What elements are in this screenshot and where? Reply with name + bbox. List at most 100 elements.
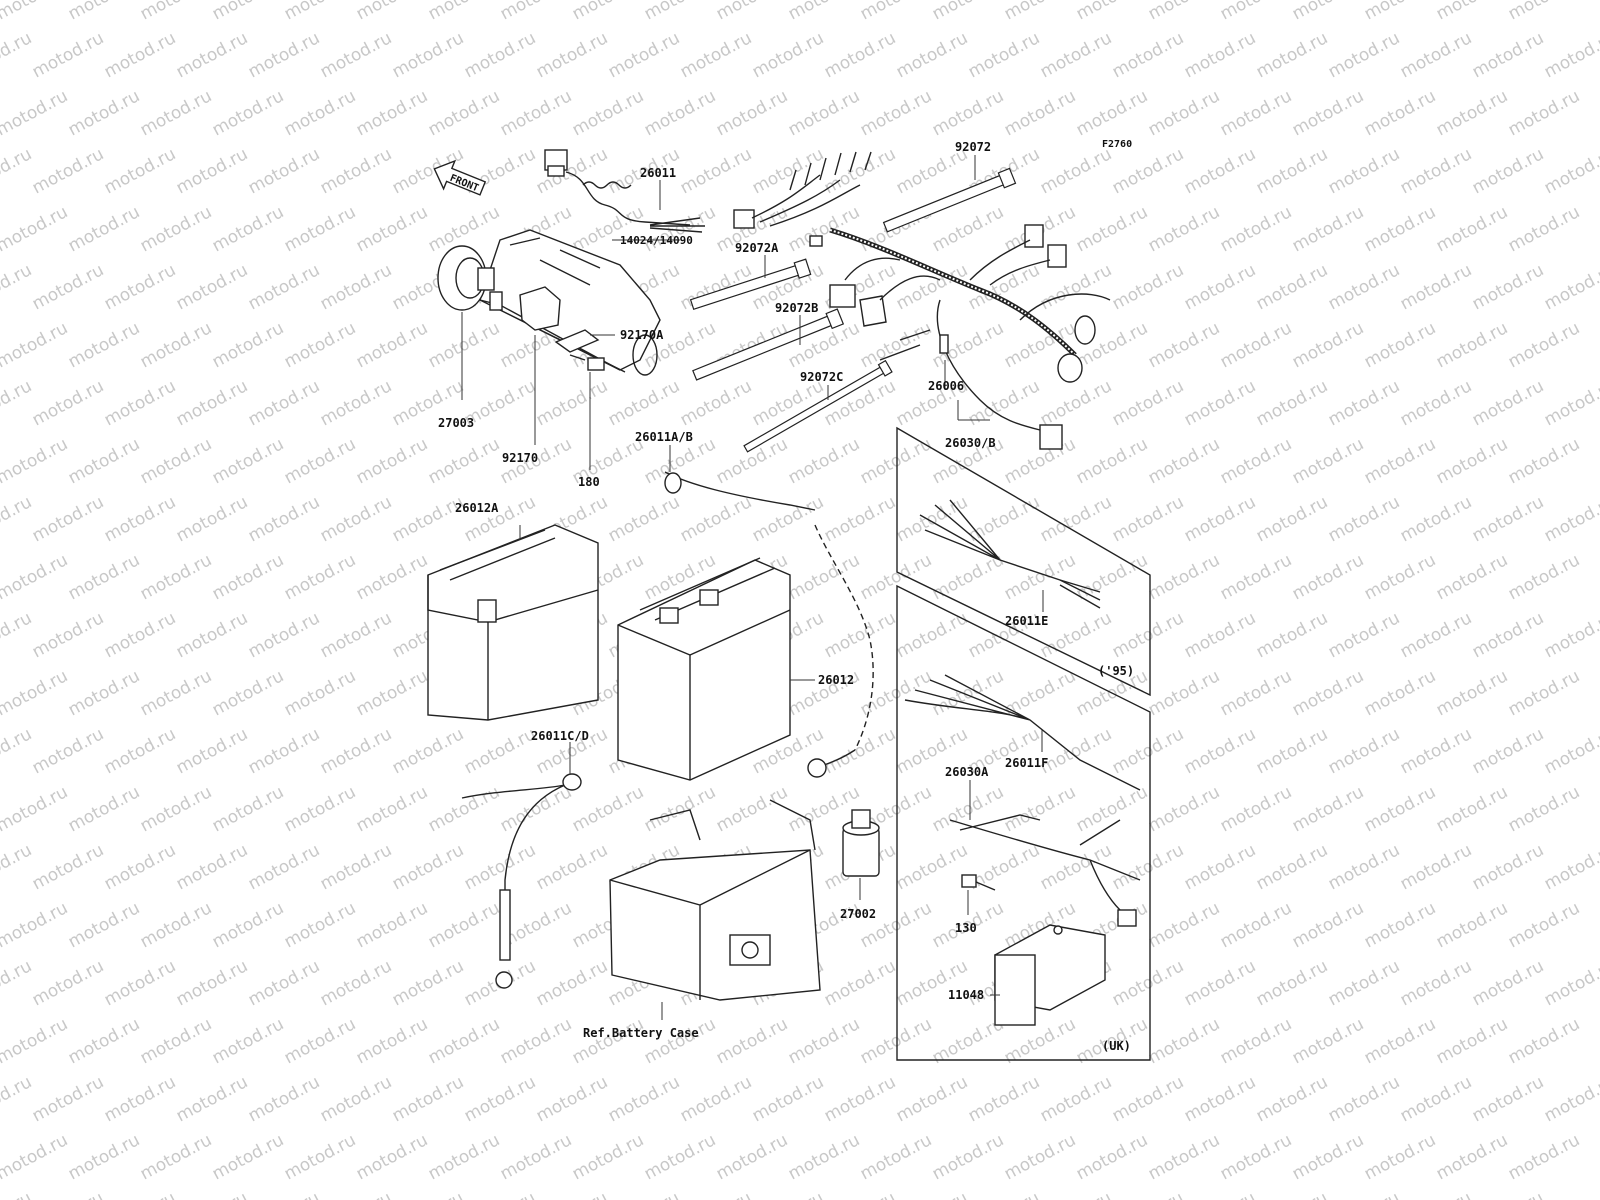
watermark-text: motod.ru bbox=[1469, 144, 1547, 198]
watermark-text: motod.ru bbox=[0, 1014, 71, 1068]
cable-tie-92072C bbox=[743, 359, 893, 453]
watermark-text: motod.ru bbox=[29, 1188, 107, 1200]
watermark-text: motod.ru bbox=[1145, 782, 1223, 836]
watermark-text: motod.ru bbox=[857, 0, 935, 24]
watermark-text: motod.ru bbox=[317, 1188, 395, 1200]
watermark-text: motod.ru bbox=[173, 28, 251, 82]
watermark-text: motod.ru bbox=[1433, 666, 1511, 720]
watermark-text: motod.ru bbox=[1109, 1072, 1187, 1126]
watermark-text: motod.ru bbox=[65, 202, 143, 256]
watermark-text: motod.ru bbox=[857, 86, 935, 140]
watermark-text: motod.ru bbox=[29, 724, 107, 778]
watermark-text: motod.ru bbox=[29, 1072, 107, 1126]
watermark-text: motod.ru bbox=[137, 0, 215, 24]
watermark-text: motod.ru bbox=[425, 0, 503, 24]
watermark-text: motod.ru bbox=[1181, 144, 1259, 198]
watermark-text: motod.ru bbox=[101, 144, 179, 198]
watermark-text: motod.ru bbox=[1253, 840, 1331, 894]
watermark-text: motod.ru bbox=[1433, 318, 1511, 372]
watermark-text: motod.ru bbox=[245, 1188, 323, 1200]
watermark-text: motod.ru bbox=[1361, 202, 1439, 256]
watermark-text: motod.ru bbox=[1289, 86, 1367, 140]
watermark-text: motod.ru bbox=[209, 86, 287, 140]
watermark-text: motod.ru bbox=[533, 1188, 611, 1200]
watermark-text: motod.ru bbox=[0, 1188, 35, 1200]
watermark-text: motod.ru bbox=[245, 492, 323, 546]
watermark-text: motod.ru bbox=[1217, 318, 1295, 372]
watermark-text: motod.ru bbox=[1397, 260, 1475, 314]
watermark-text: motod.ru bbox=[1037, 1072, 1115, 1126]
watermark-text: motod.ru bbox=[893, 1072, 971, 1126]
watermark-text: motod.ru bbox=[65, 86, 143, 140]
watermark-text: motod.ru bbox=[1253, 260, 1331, 314]
watermark-text: motod.ru bbox=[965, 492, 1043, 546]
watermark-text: motod.ru bbox=[0, 608, 35, 662]
watermark-text: motod.ru bbox=[317, 840, 395, 894]
watermark-text: motod.ru bbox=[1037, 492, 1115, 546]
watermark-text: motod.ru bbox=[893, 840, 971, 894]
watermark-text: motod.ru bbox=[785, 86, 863, 140]
watermark-text: motod.ru bbox=[533, 1072, 611, 1126]
watermark-text: motod.ru bbox=[1541, 724, 1600, 778]
watermark-text: motod.ru bbox=[1181, 376, 1259, 430]
watermark-text: motod.ru bbox=[0, 492, 35, 546]
watermark-text: motod.ru bbox=[1289, 1130, 1367, 1184]
watermark-text: motod.ru bbox=[317, 492, 395, 546]
watermark-text: motod.ru bbox=[1037, 608, 1115, 662]
watermark-text: motod.ru bbox=[641, 0, 719, 24]
watermark-text: motod.ru bbox=[317, 376, 395, 430]
watermark-text: motod.ru bbox=[1469, 956, 1547, 1010]
watermark-text: motod.ru bbox=[1361, 86, 1439, 140]
watermark-text: motod.ru bbox=[137, 86, 215, 140]
watermark-text: motod.ru bbox=[425, 86, 503, 140]
watermark-text: motod.ru bbox=[1325, 840, 1403, 894]
watermark-text: motod.ru bbox=[173, 492, 251, 546]
watermark-text: motod.ru bbox=[353, 666, 431, 720]
watermark-text: motod.ru bbox=[137, 318, 215, 372]
watermark-text: motod.ru bbox=[1109, 840, 1187, 894]
watermark-text: motod.ru bbox=[281, 1130, 359, 1184]
label-130: 130 bbox=[955, 921, 977, 935]
watermark-text: motod.ru bbox=[1289, 782, 1367, 836]
watermark-text: motod.ru bbox=[281, 202, 359, 256]
watermark-text: motod.ru bbox=[713, 86, 791, 140]
watermark-text: motod.ru bbox=[1325, 724, 1403, 778]
watermark-text: motod.ru bbox=[1505, 318, 1583, 372]
watermark-text: motod.ru bbox=[1469, 840, 1547, 894]
watermark-text: motod.ru bbox=[389, 840, 467, 894]
watermark-text: motod.ru bbox=[0, 782, 71, 836]
watermark-text: motod.ru bbox=[1217, 550, 1295, 604]
watermark-text: motod.ru bbox=[317, 28, 395, 82]
watermark-text: motod.ru bbox=[317, 1072, 395, 1126]
watermark-text: motod.ru bbox=[749, 28, 827, 82]
watermark-text: motod.ru bbox=[1361, 1130, 1439, 1184]
watermark-text: motod.ru bbox=[173, 144, 251, 198]
watermark-text: motod.ru bbox=[1253, 376, 1331, 430]
watermark-text: motod.ru bbox=[0, 550, 71, 604]
variant-box-uk bbox=[896, 584, 1151, 1061]
watermark-text: motod.ru bbox=[101, 840, 179, 894]
watermark-text: motod.ru bbox=[893, 608, 971, 662]
watermark-text: motod.ru bbox=[1397, 608, 1475, 662]
watermark-text: motod.ru bbox=[281, 434, 359, 488]
watermark-text: motod.ru bbox=[1073, 86, 1151, 140]
watermark-text: motod.ru bbox=[1433, 1014, 1511, 1068]
watermark-text: motod.ru bbox=[0, 260, 35, 314]
watermark-text: motod.ru bbox=[1289, 318, 1367, 372]
watermark-text: motod.ru bbox=[1397, 840, 1475, 894]
watermark-text: motod.ru bbox=[353, 434, 431, 488]
watermark-text: motod.ru bbox=[1505, 666, 1583, 720]
watermark-text: motod.ru bbox=[1001, 86, 1079, 140]
watermark-text: motod.ru bbox=[569, 202, 647, 256]
watermark-text: motod.ru bbox=[137, 1130, 215, 1184]
watermark-text: motod.ru bbox=[1289, 666, 1367, 720]
watermark-text: motod.ru bbox=[65, 782, 143, 836]
watermark-text: motod.ru bbox=[857, 434, 935, 488]
watermark-text: motod.ru bbox=[1325, 260, 1403, 314]
watermark-text: motod.ru bbox=[353, 202, 431, 256]
watermark-text: motod.ru bbox=[0, 144, 35, 198]
watermark-text: motod.ru bbox=[929, 1130, 1007, 1184]
watermark-text: motod.ru bbox=[569, 1130, 647, 1184]
watermark-text: motod.ru bbox=[533, 956, 611, 1010]
watermark-text: motod.ru bbox=[173, 1188, 251, 1200]
